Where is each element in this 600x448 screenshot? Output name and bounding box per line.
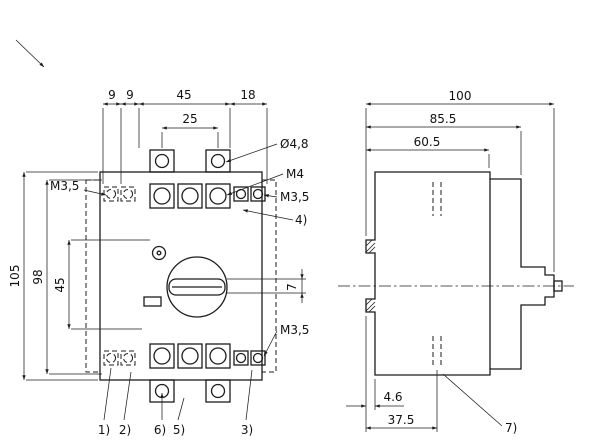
dim-height-body: 98 xyxy=(31,269,45,284)
right-accessory-outline xyxy=(261,179,277,373)
left-accessory-outline xyxy=(85,179,101,373)
terminal-screw xyxy=(153,187,171,205)
terminal xyxy=(177,343,203,369)
label-screw-main: M4 xyxy=(286,167,304,181)
aux-screw xyxy=(235,352,247,364)
dim-top-width: 45 xyxy=(176,88,191,102)
dim-height-total: 105 xyxy=(8,265,22,288)
label-ref-6: 6) xyxy=(154,423,166,437)
terminal xyxy=(205,183,231,209)
side-profile xyxy=(365,171,555,376)
label-ref-3: 3) xyxy=(241,423,253,437)
mount-tab xyxy=(205,149,231,173)
aux-screw-hidden xyxy=(123,189,133,199)
side-view-dimensions xyxy=(346,102,555,432)
dim-handle-width: 7 xyxy=(285,283,299,291)
aux-terminal xyxy=(250,186,266,202)
aux-terminal-hidden xyxy=(120,186,136,202)
mount-hole xyxy=(154,153,170,169)
terminal-screw xyxy=(209,187,227,205)
test-button xyxy=(151,245,167,261)
dim-depth-front: 85.5 xyxy=(430,112,457,126)
mount-tab xyxy=(149,149,175,173)
front-view-dimensions xyxy=(22,102,306,421)
aux-terminal xyxy=(250,350,266,366)
aux-screw-hidden xyxy=(106,353,116,363)
side-view xyxy=(338,171,574,376)
label-screw-aux-top-right: M3,5 xyxy=(280,190,309,204)
knob-handle xyxy=(168,278,226,296)
aux-screw xyxy=(252,188,264,200)
terminal xyxy=(149,183,175,209)
view-direction-arrow xyxy=(15,39,45,68)
terminal-screw xyxy=(209,347,227,365)
label-hole-dia: Ø4,8 xyxy=(280,137,309,151)
indicator-window xyxy=(143,296,162,307)
aux-terminal-hidden xyxy=(103,350,119,366)
rotary-knob xyxy=(166,256,228,318)
front-view xyxy=(85,149,277,403)
dim-tab-spacing: 25 xyxy=(182,112,197,126)
dim-depth-total: 100 xyxy=(449,89,472,103)
label-ref-5: 5) xyxy=(173,423,185,437)
label-ref-4: 4) xyxy=(295,213,307,227)
aux-terminal xyxy=(233,186,249,202)
terminal-screw xyxy=(181,347,199,365)
dim-spacing-left: 9 xyxy=(108,88,116,102)
terminal-screw xyxy=(181,187,199,205)
label-ref-7: 7) xyxy=(505,421,517,435)
aux-screw xyxy=(252,352,264,364)
dim-spacing-right: 9 xyxy=(126,88,134,102)
test-button-dot xyxy=(156,250,162,256)
breaker-body xyxy=(99,171,263,381)
label-screw-aux-left: M3,5 xyxy=(50,179,79,193)
terminal-screw xyxy=(153,347,171,365)
label-screw-aux-bottom-right: M3,5 xyxy=(280,323,309,337)
aux-screw-hidden xyxy=(123,353,133,363)
aux-screw-hidden xyxy=(106,189,116,199)
dim-clip-depth: 4.6 xyxy=(383,390,402,404)
aux-terminal-hidden xyxy=(120,350,136,366)
aux-terminal xyxy=(233,350,249,366)
mount-hole xyxy=(210,383,226,399)
labels: 9 9 45 18 25 105 98 45 M3,5 Ø4,8 M4 M3,5… xyxy=(8,88,517,437)
dim-rail-offset: 37.5 xyxy=(388,413,415,427)
terminal xyxy=(177,183,203,209)
mount-hole xyxy=(210,153,226,169)
label-ref-2: 2) xyxy=(119,423,131,437)
dim-height-lower: 45 xyxy=(53,277,67,292)
label-ref-1: 1) xyxy=(98,423,110,437)
dim-side-width: 18 xyxy=(240,88,255,102)
dim-depth-body: 60.5 xyxy=(414,135,441,149)
mount-tab xyxy=(205,379,231,403)
terminal xyxy=(149,343,175,369)
terminal xyxy=(205,343,231,369)
